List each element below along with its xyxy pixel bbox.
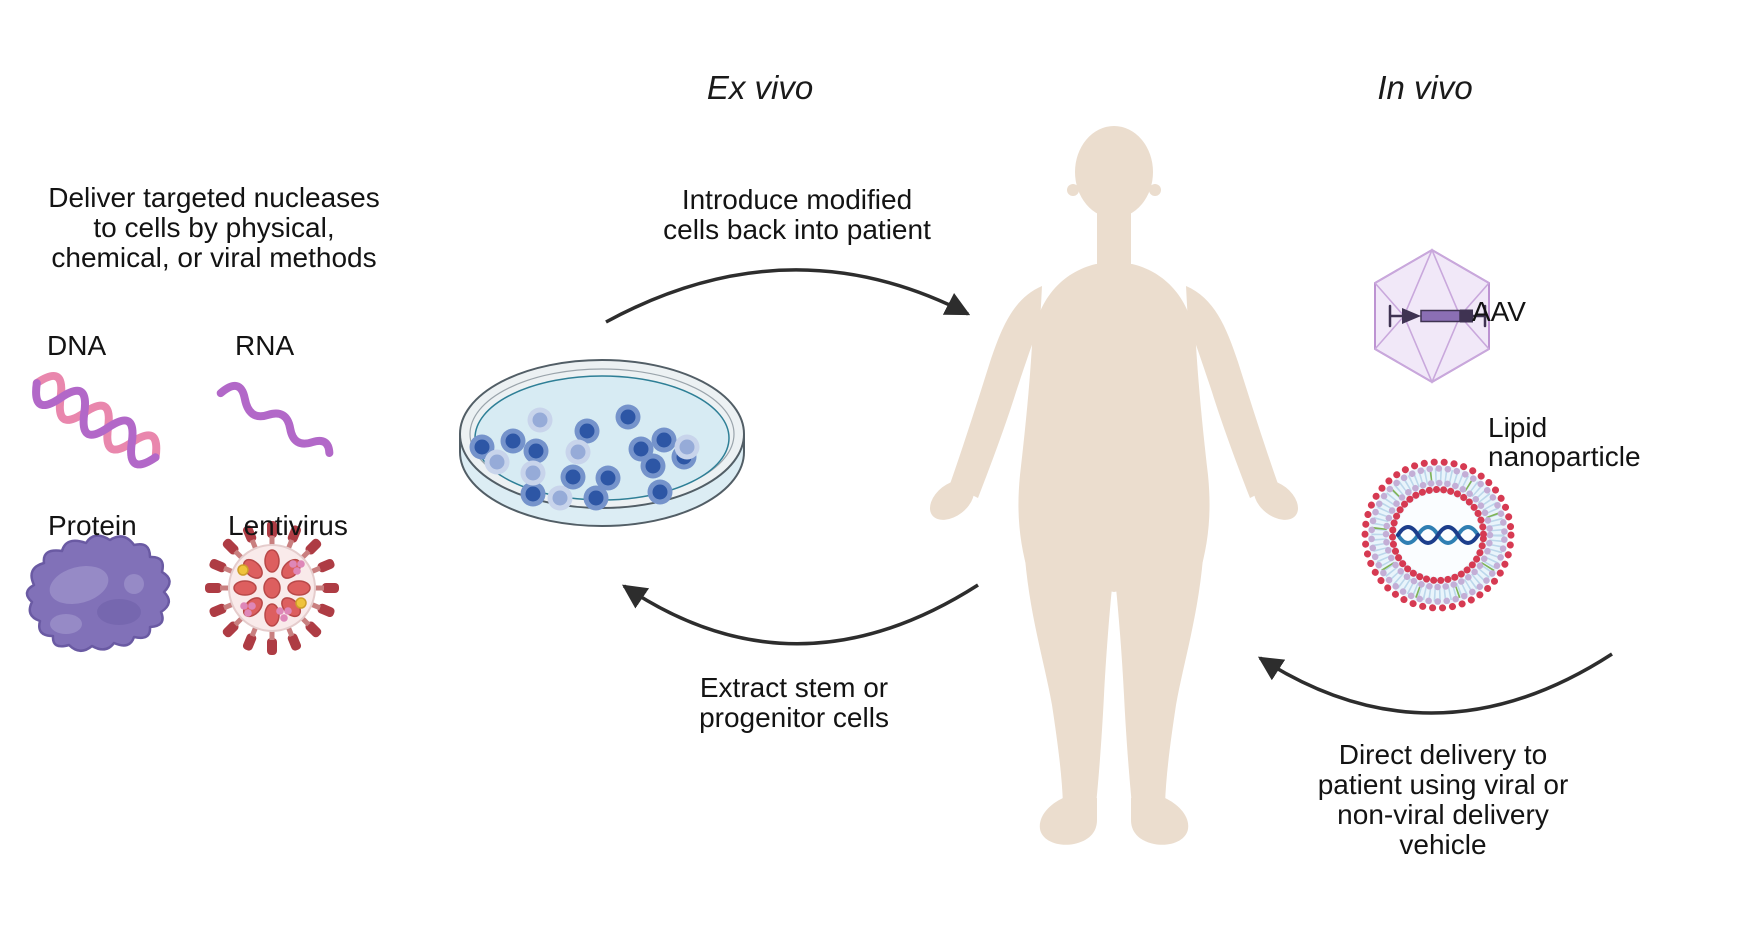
protein-icon <box>25 534 171 652</box>
rna-cargo <box>1396 525 1480 545</box>
cells-dark <box>469 404 697 511</box>
direct-delivery-arrow <box>1257 652 1613 715</box>
gene-cassette <box>1388 304 1487 328</box>
aav-icon <box>1374 247 1490 385</box>
rna-icon <box>216 382 334 457</box>
direct-delivery-label: Direct delivery to patient using viral o… <box>1317 739 1569 860</box>
extract-cells-arrow <box>621 583 979 646</box>
lentivirus-icon <box>205 521 339 655</box>
deliver-nucleases-heading: Deliver targeted nucleases to cells by p… <box>48 182 380 273</box>
dna-label: DNA <box>47 330 107 361</box>
dna-icon <box>32 371 161 469</box>
lipid-nanoparticle-icon <box>1361 458 1515 612</box>
ex-vivo-title: Ex vivo <box>706 69 814 106</box>
introduce-cells-label: Introduce modified cells back into patie… <box>663 184 931 245</box>
protein-label: Protein <box>48 510 137 541</box>
lentivirus-label: Lentivirus <box>228 510 348 541</box>
petri-dish-icon <box>459 359 745 527</box>
lipid-nanoparticle-label: Lipid nanoparticle <box>1488 412 1641 472</box>
human-body-icon <box>929 126 1299 845</box>
cells-light <box>484 407 700 511</box>
introduce-cells-arrow <box>605 268 971 324</box>
rna-label: RNA <box>235 330 295 361</box>
extract-cells-label: Extract stem or progenitor cells <box>699 672 889 733</box>
aav-label: AAV <box>1472 296 1526 327</box>
in-vivo-title: In vivo <box>1377 69 1473 106</box>
